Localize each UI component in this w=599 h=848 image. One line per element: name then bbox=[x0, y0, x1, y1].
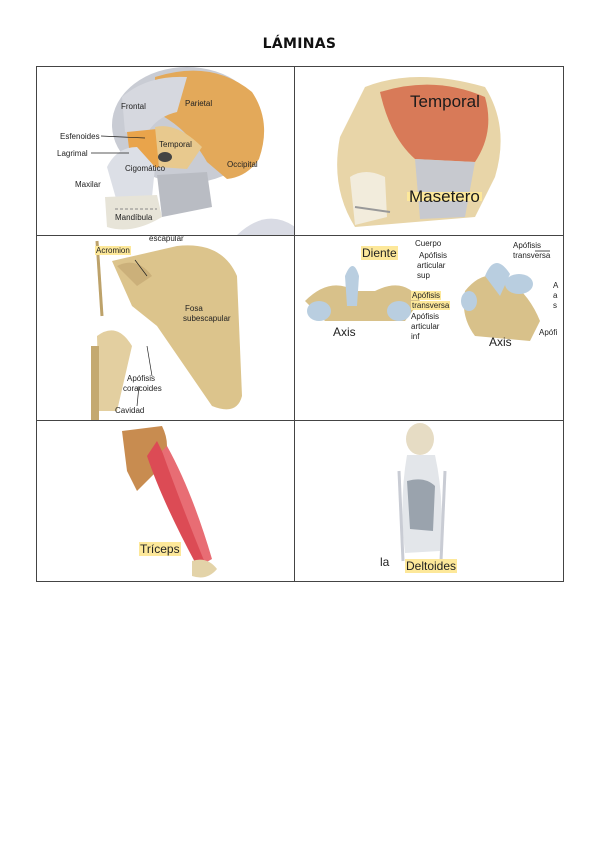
label-right-a3: s bbox=[553, 301, 557, 310]
label-apofisis-art-inf-1: Apófisis bbox=[411, 312, 440, 321]
scapula-leader-lines bbox=[134, 259, 153, 407]
label-right-a1: A bbox=[553, 281, 559, 290]
apofisis-transversa-highlight-1: Apófisis bbox=[411, 291, 442, 300]
label-esfenoides: Esfenoides bbox=[60, 132, 100, 141]
label-cuerpo: Cuerpo bbox=[415, 239, 442, 248]
label-triceps: Tríceps bbox=[139, 542, 181, 556]
label-right-transversa: transversa bbox=[513, 251, 551, 260]
triceps-highlight: Tríceps bbox=[139, 542, 181, 556]
label-diente: Diente bbox=[361, 246, 398, 260]
axis-illustration bbox=[305, 250, 550, 341]
label-coracoides: coracoides bbox=[123, 384, 162, 393]
plates-grid: Frontal Parietal Esfenoides Lagrimal Tem… bbox=[36, 66, 564, 582]
label-right-apofisis: Apófisis bbox=[513, 241, 542, 250]
grid-divider-vertical bbox=[294, 67, 295, 581]
deltoides-illustration bbox=[397, 423, 447, 562]
plate-triceps: Tríceps bbox=[37, 421, 294, 581]
label-cavidad: Cavidad bbox=[115, 406, 145, 415]
label-occipital: Occipital bbox=[227, 160, 258, 169]
skull-illustration bbox=[105, 67, 294, 235]
plate-scapula: escapular Acromion Fosa subescapular Apó… bbox=[37, 236, 294, 420]
label-axis-left: Axis bbox=[333, 325, 356, 339]
label-temporal-muscle: Temporal bbox=[410, 92, 480, 111]
label-right-apofi: Apófi bbox=[539, 328, 558, 337]
label-deltoides: Deltoides bbox=[405, 559, 458, 573]
label-apofisis-art-sup-2: articular bbox=[417, 261, 446, 270]
plate-temporal-masetero: Temporal Masetero bbox=[295, 67, 563, 235]
label-escapular: escapular bbox=[149, 236, 184, 243]
label-apofisis: Apófisis bbox=[127, 374, 156, 383]
label-acromion: Acromion bbox=[95, 246, 131, 255]
grid-divider-row2 bbox=[37, 420, 563, 421]
label-mandibula: Mandíbula bbox=[115, 213, 153, 222]
label-masetero: Masetero bbox=[407, 187, 482, 206]
label-apofisis-art-inf-3: inf bbox=[411, 332, 420, 341]
label-apofisis-art-inf-2: articular bbox=[411, 322, 440, 331]
plate-skull: Frontal Parietal Esfenoides Lagrimal Tem… bbox=[37, 67, 294, 235]
plate-axis: Diente Cuerpo Apófisis articular sup Apó… bbox=[295, 236, 563, 420]
label-apofisis-transversa-2: transversa bbox=[411, 301, 451, 310]
grid-divider-row1 bbox=[37, 235, 563, 236]
triceps-illustration bbox=[122, 426, 217, 578]
label-la: la bbox=[380, 555, 390, 569]
label-maxilar: Maxilar bbox=[75, 180, 101, 189]
label-cigomatico: Cigomático bbox=[125, 164, 166, 173]
acromion-highlight: Acromion bbox=[95, 246, 131, 255]
diente-highlight: Diente bbox=[361, 246, 398, 260]
plate-deltoides: la Deltoides bbox=[295, 421, 563, 581]
label-frontal: Frontal bbox=[121, 102, 146, 111]
scapula-illustration bbox=[91, 240, 242, 420]
label-apofisis-transversa-1: Apófisis bbox=[411, 291, 442, 300]
label-apofisis-art-sup-1: Apófisis bbox=[419, 251, 448, 260]
label-parietal: Parietal bbox=[185, 99, 213, 108]
label-axis-right: Axis bbox=[489, 335, 512, 349]
temporal-muscle-illustration bbox=[337, 77, 501, 227]
label-lagrimal: Lagrimal bbox=[57, 149, 88, 158]
apofisis-transversa-highlight-2: transversa bbox=[411, 301, 451, 310]
label-subescapular: subescapular bbox=[183, 314, 231, 323]
skull-leader-lines bbox=[91, 135, 146, 154]
label-fosa: Fosa bbox=[185, 304, 203, 313]
deltoides-highlight: Deltoides bbox=[405, 559, 458, 573]
label-apofisis-art-sup-3: sup bbox=[417, 271, 430, 280]
page-title: LÁMINAS bbox=[262, 36, 337, 52]
label-right-a2: a bbox=[553, 291, 558, 300]
label-temporal: Temporal bbox=[159, 140, 192, 149]
